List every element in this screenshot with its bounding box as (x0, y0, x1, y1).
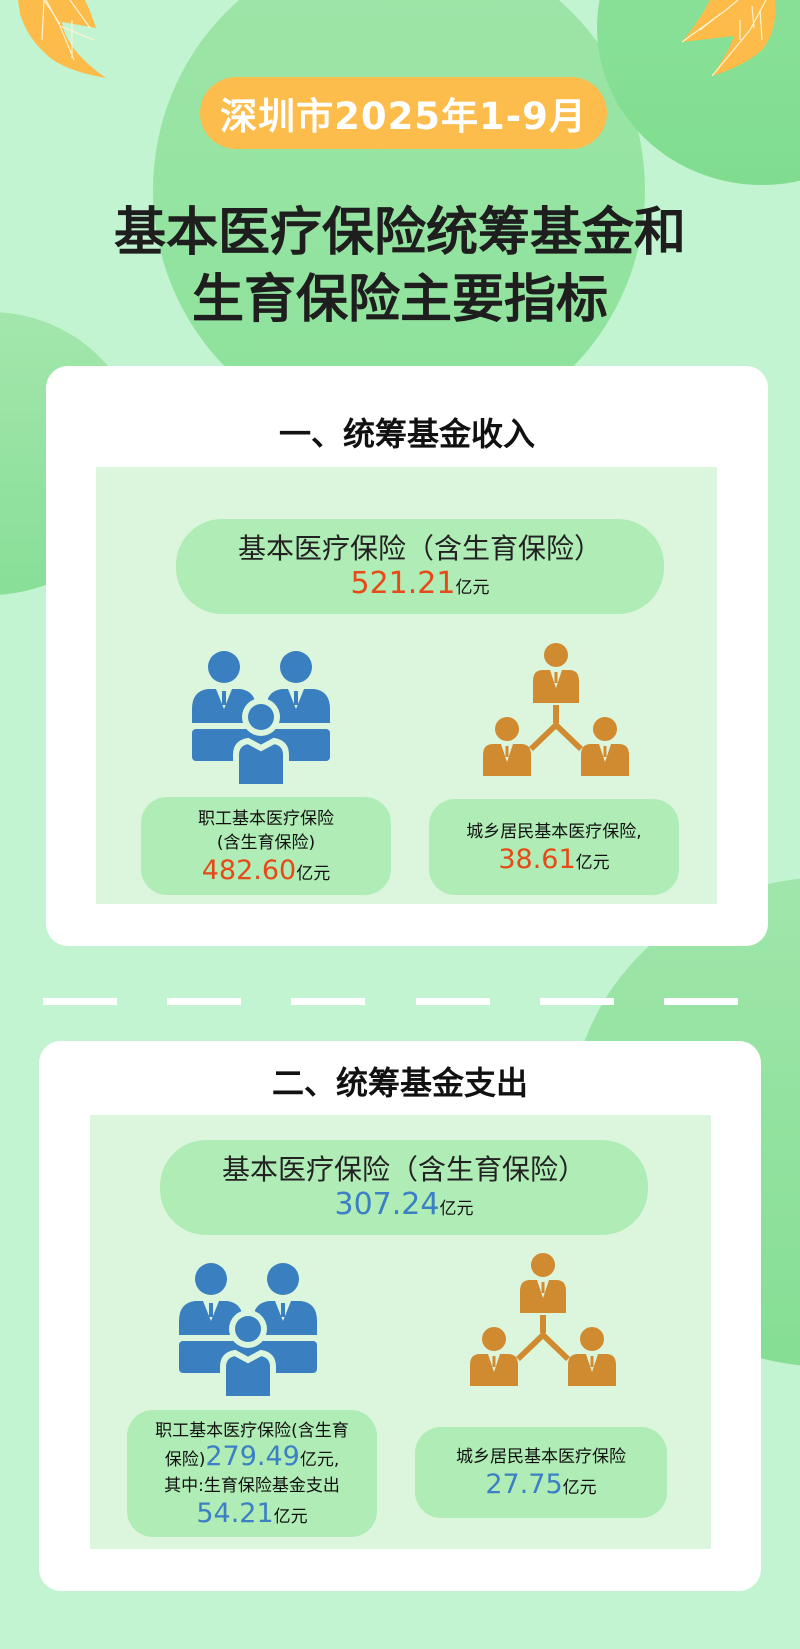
income-employee-pill: 职工基本医疗保险 (含生育保险) 482.60亿元 (141, 797, 391, 895)
expense-card: 二、统筹基金支出 基本医疗保险（含生育保险） 307.24亿元 (39, 1041, 761, 1591)
income-employee-label-line1: 职工基本医疗保险 (198, 808, 334, 829)
employee-group-icon (179, 1263, 317, 1399)
expense-maternity-label: 其中:生育保险基金支出 (164, 1475, 340, 1496)
income-employee-label-line2: (含生育保险) (216, 832, 316, 853)
page-title-line2: 生育保险主要指标 (191, 270, 608, 330)
expense-maternity-value: 54.21 (196, 1497, 274, 1529)
employee-group-icon (192, 651, 330, 787)
income-resident-value: 38.61 (498, 843, 576, 875)
income-section-title: 一、统筹基金收入 (278, 415, 535, 453)
expense-employee-label-line1: 职工基本医疗保险(含生育 (155, 1420, 349, 1441)
expense-maternity-unit: 亿元 (273, 1506, 308, 1527)
expense-resident-pill: 城乡居民基本医疗保险 27.75亿元 (415, 1427, 667, 1518)
resident-hierarchy-icon (483, 643, 629, 776)
expense-section-title: 二、统筹基金支出 (271, 1064, 528, 1102)
expense-panel: 基本医疗保险（含生育保险） 307.24亿元 (90, 1115, 711, 1549)
expense-total-label: 基本医疗保险（含生育保险） (221, 1153, 586, 1186)
expense-resident-label: 城乡居民基本医疗保险 (456, 1447, 626, 1467)
expense-total-pill: 基本医疗保险（含生育保险） 307.24亿元 (160, 1140, 648, 1235)
income-total-unit: 亿元 (455, 578, 490, 598)
leaf-decoration-right-icon (681, 0, 776, 77)
income-resident-unit: 亿元 (575, 852, 610, 873)
date-badge: 深圳市2025年1-9月 (200, 77, 607, 149)
income-employee-unit: 亿元 (296, 863, 331, 884)
income-total-value: 521.21 (350, 566, 456, 601)
expense-resident-unit: 亿元 (562, 1478, 597, 1498)
income-total-label: 基本医疗保险（含生育保险） (237, 532, 602, 565)
income-resident-label: 城乡居民基本医疗保险, (466, 821, 642, 842)
expense-total-value: 307.24 (334, 1187, 440, 1222)
page-title-line1: 基本医疗保险统筹基金和 (113, 203, 686, 263)
expense-employee-label-line2: 保险) (164, 1449, 206, 1470)
expense-employee-unit: 亿元, (299, 1449, 340, 1470)
income-total-pill: 基本医疗保险（含生育保险） 521.21亿元 (176, 519, 664, 614)
expense-total-unit: 亿元 (439, 1199, 474, 1219)
expense-employee-value: 279.49 (205, 1440, 300, 1472)
resident-hierarchy-icon (470, 1253, 616, 1386)
income-resident-pill: 城乡居民基本医疗保险, 38.61亿元 (429, 799, 679, 895)
income-employee-value: 482.60 (201, 854, 297, 886)
expense-resident-value: 27.75 (485, 1469, 563, 1500)
income-panel: 基本医疗保险（含生育保险） 521.21亿元 (96, 467, 717, 904)
income-card: 一、统筹基金收入 基本医疗保险（含生育保险） 521.21亿元 (46, 366, 768, 946)
expense-employee-pill: 职工基本医疗保险(含生育 保险)279.49亿元, 其中:生育保险基金支出 54… (127, 1410, 377, 1537)
leaf-decoration-left-icon (18, 0, 106, 78)
